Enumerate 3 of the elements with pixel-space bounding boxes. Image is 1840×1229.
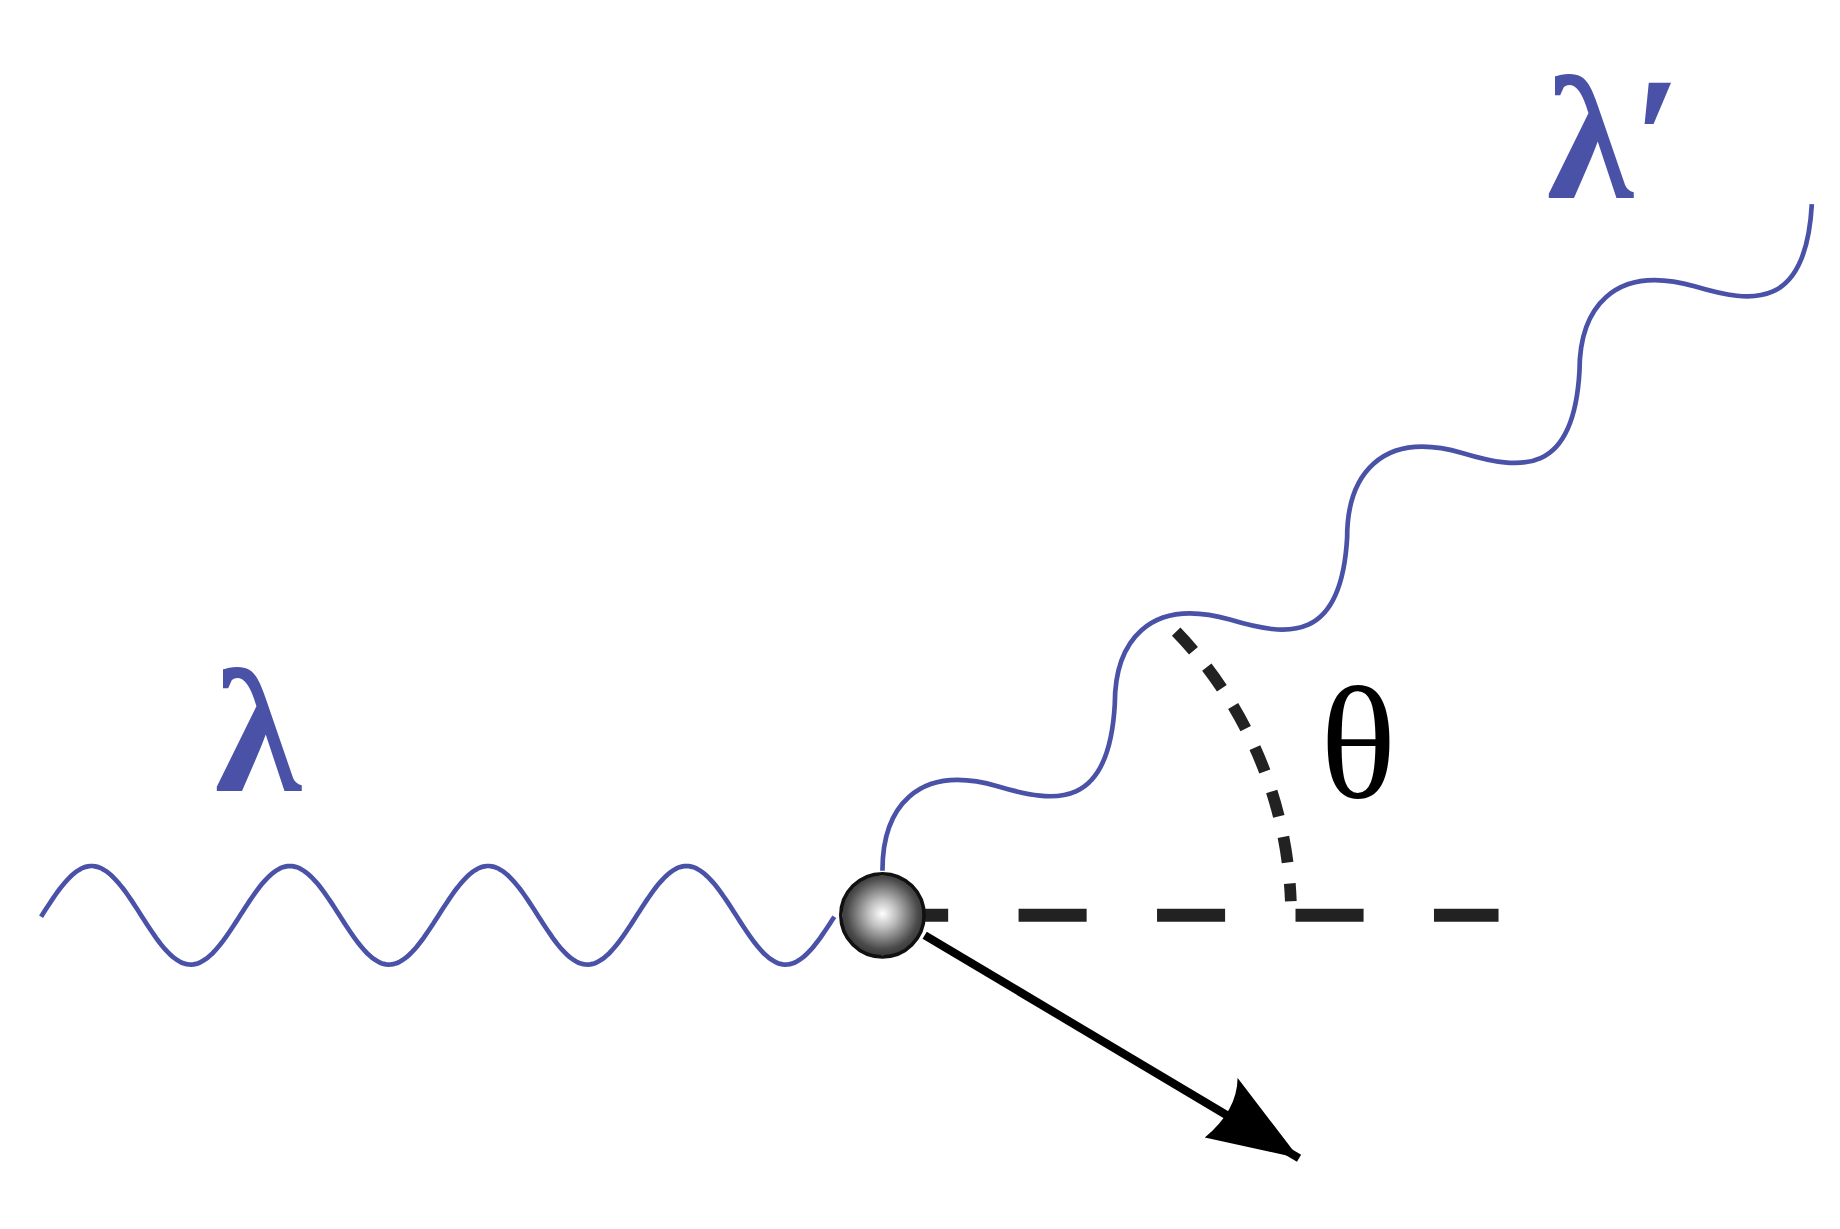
angle-label: θ — [1320, 664, 1397, 823]
wavelength-label: λ — [214, 643, 302, 820]
scattered-wavelength-label: λ′ — [1546, 50, 1683, 227]
